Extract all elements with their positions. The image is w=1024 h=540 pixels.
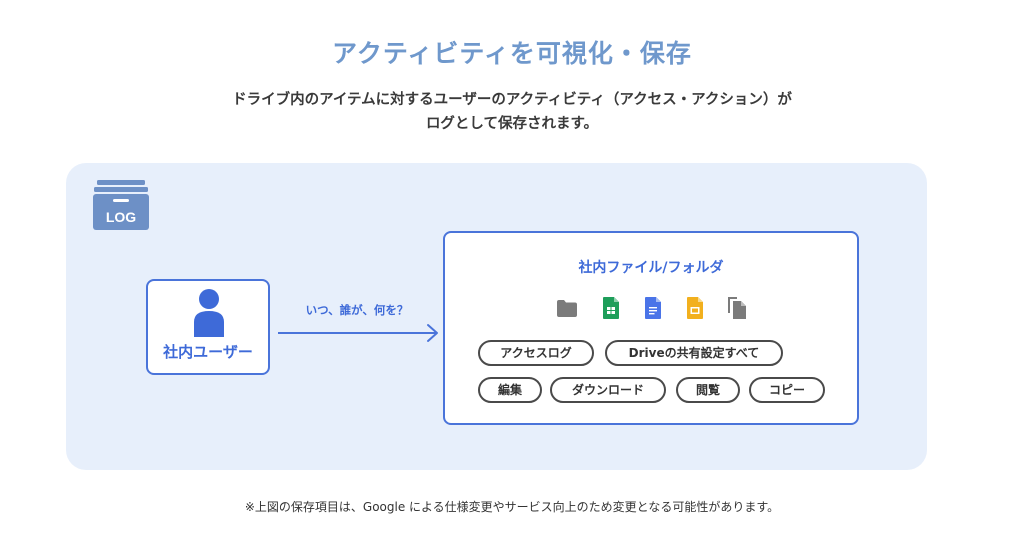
pill-access-log: アクセスログ [478,340,594,366]
subtitle-line-2: ログとして保存されます。 [425,116,599,132]
docs-icon [645,297,661,319]
pill-edit: 編集 [478,377,542,403]
user-label: 社内ユーザー [163,343,253,361]
sheets-icon [603,297,619,319]
log-archive-box-icon: LOG [93,180,149,230]
pill-download: ダウンロード [550,377,666,403]
arrow-label: いつ、誰が、何を？ [305,303,409,317]
files-box: 社内ファイル/フォルダ アクセスログ Driveの共有設定すべて 編集 ダウンロ… [443,231,859,425]
arrow-right-icon [278,324,438,342]
slides-icon [687,297,703,319]
copy-files-icon [728,297,746,319]
pill-copy: コピー [749,377,825,403]
files-title: 社内ファイル/フォルダ [578,260,724,276]
page-subtitle: ドライブ内のアイテムに対するユーザーのアクティビティ（アクセス・アクション）が … [0,88,1024,136]
page-title: アクティビティを可視化・保存 [332,39,692,68]
subtitle-line-1: ドライブ内のアイテムに対するユーザーのアクティビティ（アクセス・アクション）が [232,92,792,108]
user-box: 社内ユーザー [146,279,270,375]
footnote: ※上図の保存項目は、Google による仕様変更やサービス向上のため変更となる可… [244,500,780,514]
pill-view: 閲覧 [676,377,740,403]
user-person-icon [194,289,224,337]
folder-icon [557,300,577,317]
log-label: LOG [106,209,136,225]
pill-drive-sharing-settings: Driveの共有設定すべて [605,340,783,366]
